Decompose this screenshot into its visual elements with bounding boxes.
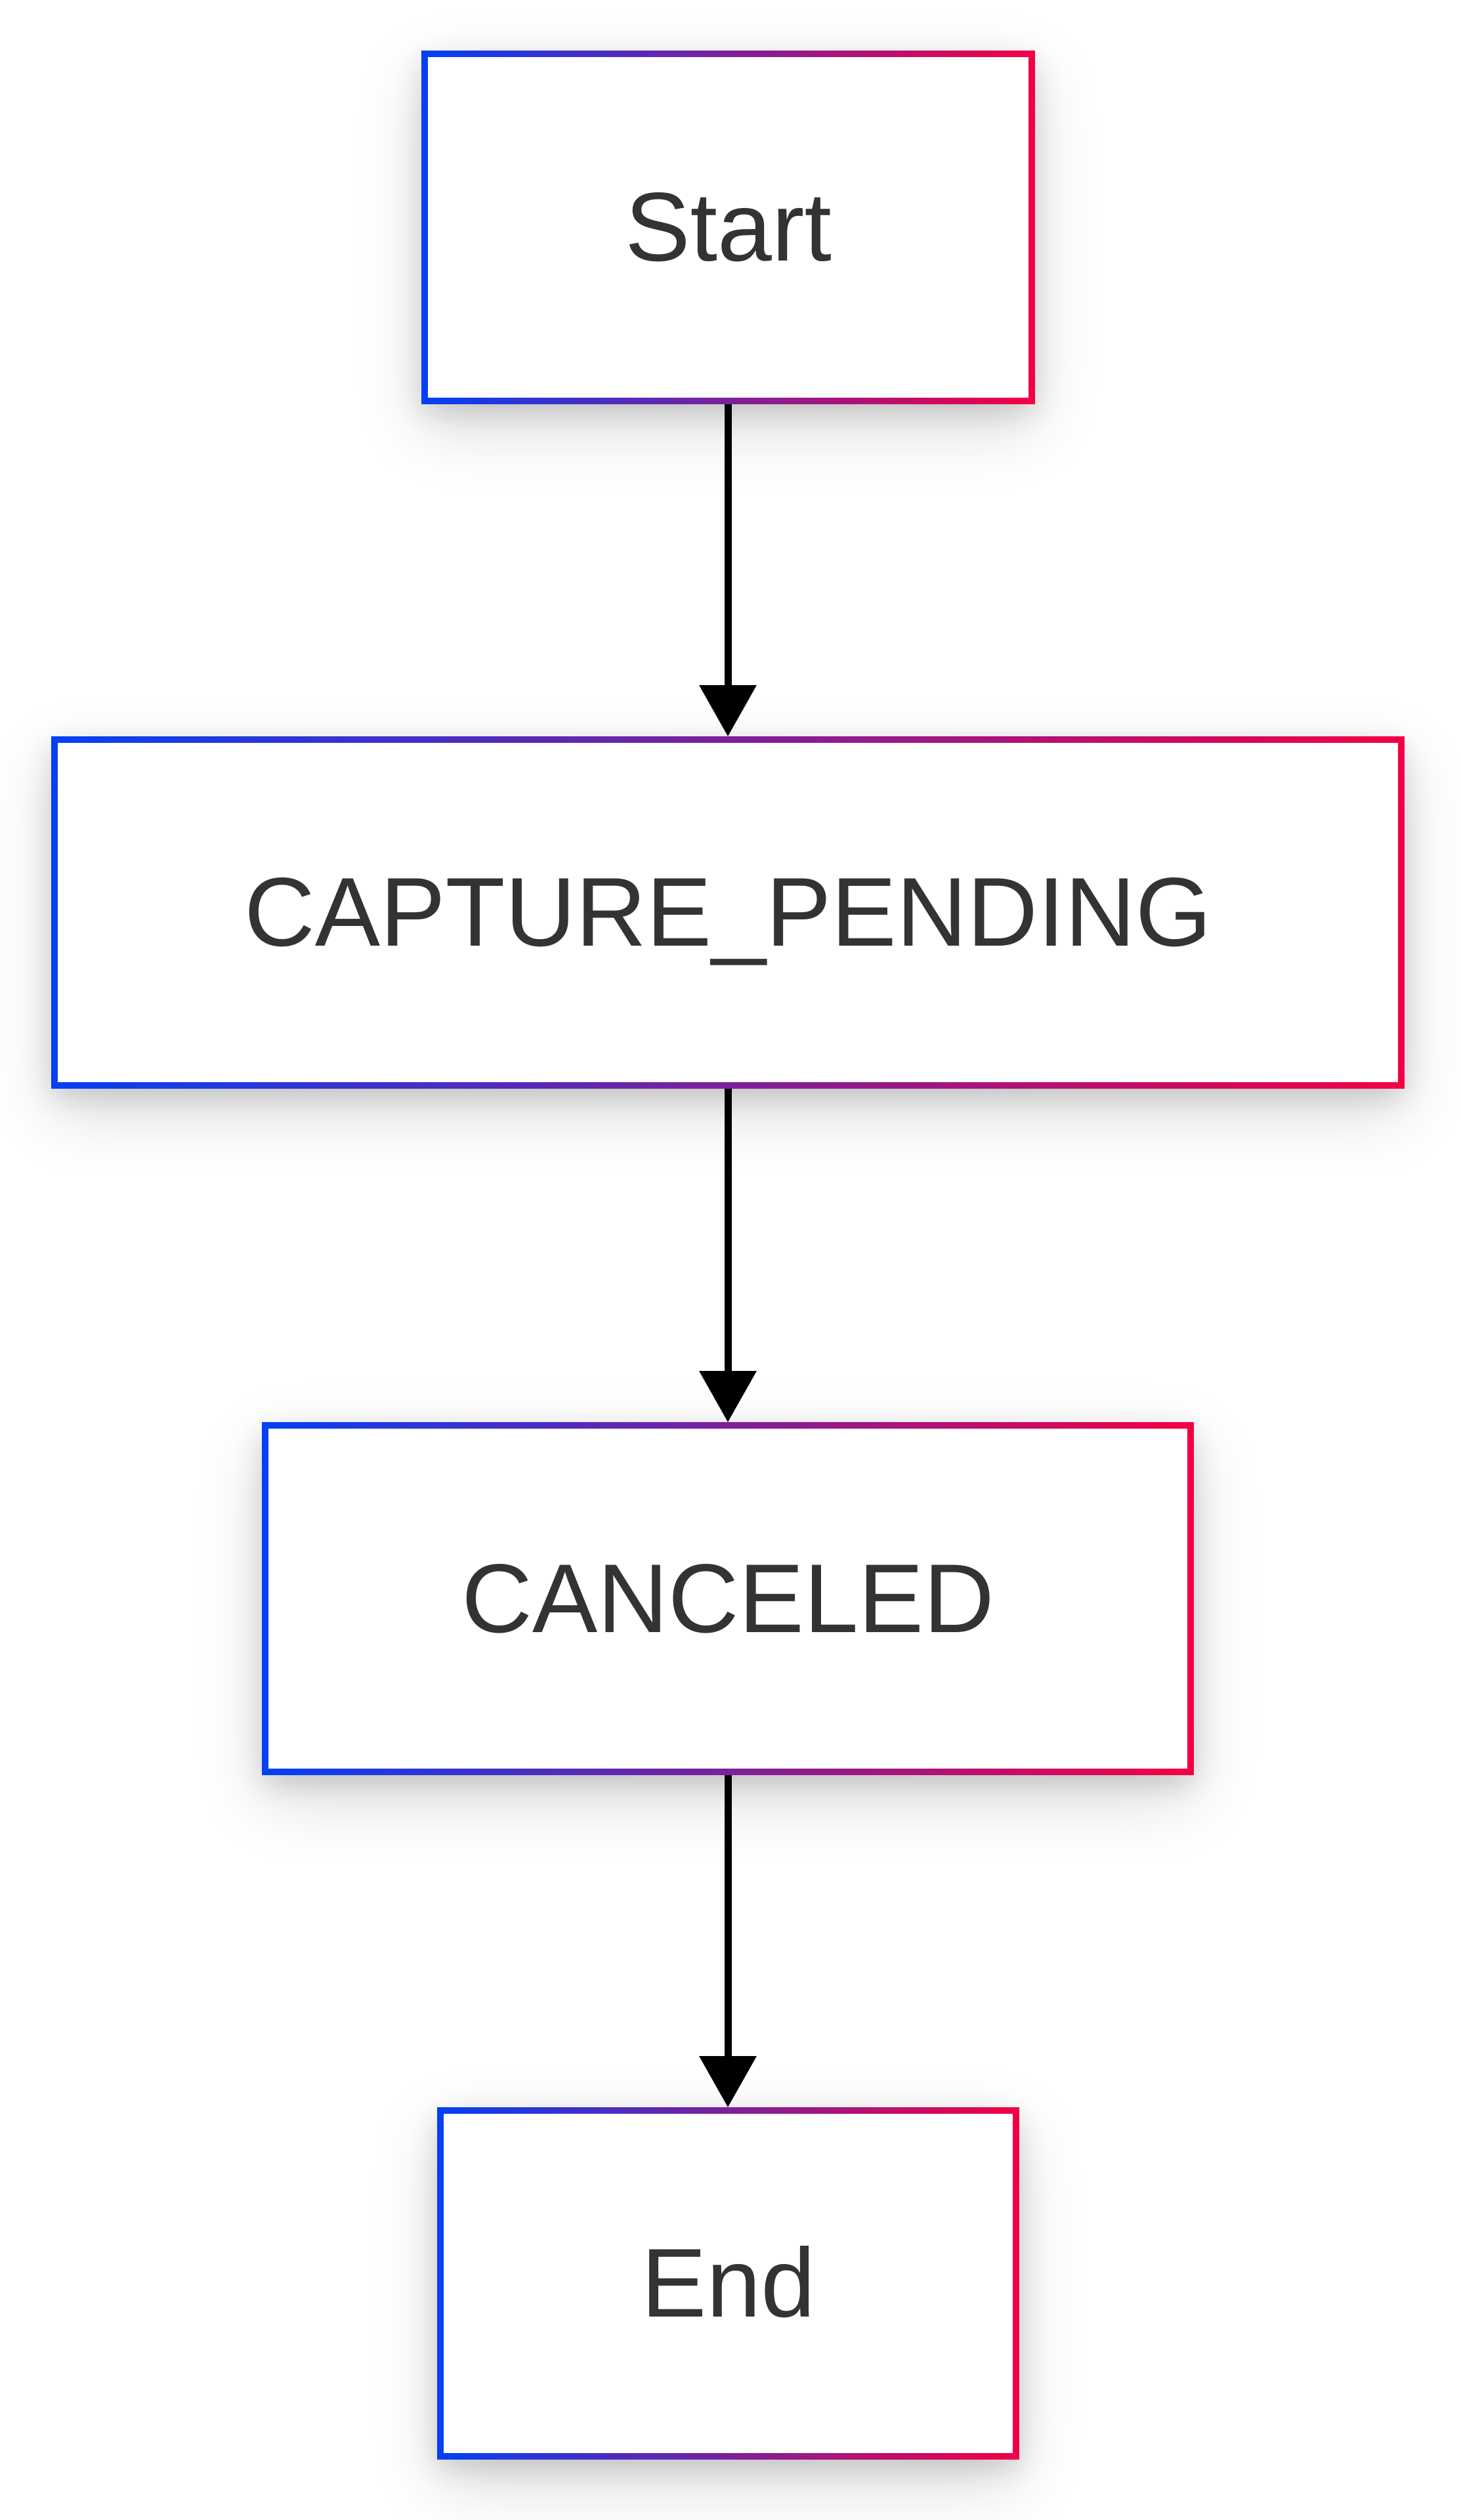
edge-canceled-to-end — [699, 1775, 757, 2107]
arrowhead-down-icon — [699, 2056, 757, 2107]
edge-line — [724, 404, 732, 690]
arrowhead-down-icon — [699, 1371, 757, 1422]
edge-capture-pending-to-canceled — [699, 1089, 757, 1422]
node-start-label: Start — [625, 172, 832, 282]
flowchart-node-end: End — [437, 2107, 1019, 2460]
arrowhead-down-icon — [699, 685, 757, 736]
node-capture-pending-label: CAPTURE_PENDING — [244, 857, 1212, 967]
node-canceled-label: CANCELED — [461, 1543, 994, 1653]
edge-line — [724, 1089, 732, 1376]
edge-line — [724, 1775, 732, 2061]
flowchart-node-start: Start — [421, 51, 1035, 404]
flowchart-node-canceled: CANCELED — [262, 1422, 1194, 1775]
node-end-label: End — [641, 2228, 816, 2338]
edge-start-to-capture-pending — [699, 404, 757, 736]
flowchart-node-capture-pending: CAPTURE_PENDING — [51, 736, 1405, 1089]
